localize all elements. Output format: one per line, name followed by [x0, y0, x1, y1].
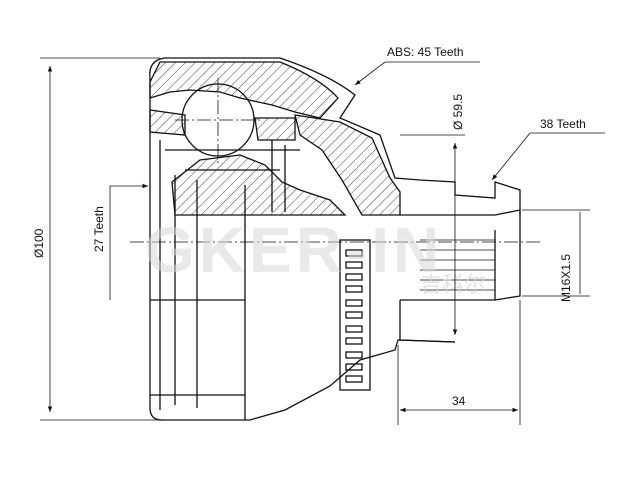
watermark: GKER-IN 吉科尔	[145, 214, 486, 298]
svg-text:M16X1.5: M16X1.5	[559, 254, 573, 302]
svg-text:27 Teeth: 27 Teeth	[92, 206, 106, 252]
svg-text:吉科尔: 吉科尔	[420, 273, 486, 298]
dimension-inner-spline: 27 Teeth	[92, 183, 148, 300]
outer-spline-callout: 38 Teeth	[491, 117, 605, 181]
inner-race	[165, 140, 300, 212]
svg-text:ABS: 45 Teeth: ABS: 45 Teeth	[387, 45, 464, 59]
svg-text:GKER-IN: GKER-IN	[145, 214, 443, 286]
svg-text:Ø 59.5: Ø 59.5	[451, 94, 465, 130]
dimension-outer-diameter: Ø100	[32, 57, 160, 421]
abs-ring	[339, 239, 371, 391]
svg-text:34: 34	[452, 394, 466, 408]
splined-shaft	[399, 209, 521, 343]
dimension-shaft-length: 34	[397, 300, 521, 425]
svg-text:Ø100: Ø100	[32, 228, 46, 258]
dimension-seal-diameter: Ø 59.5	[400, 94, 465, 335]
dimension-thread: M16X1.5	[522, 209, 590, 302]
abs-callout: ABS: 45 Teeth	[354, 45, 480, 86]
svg-text:38 Teeth: 38 Teeth	[540, 117, 586, 131]
